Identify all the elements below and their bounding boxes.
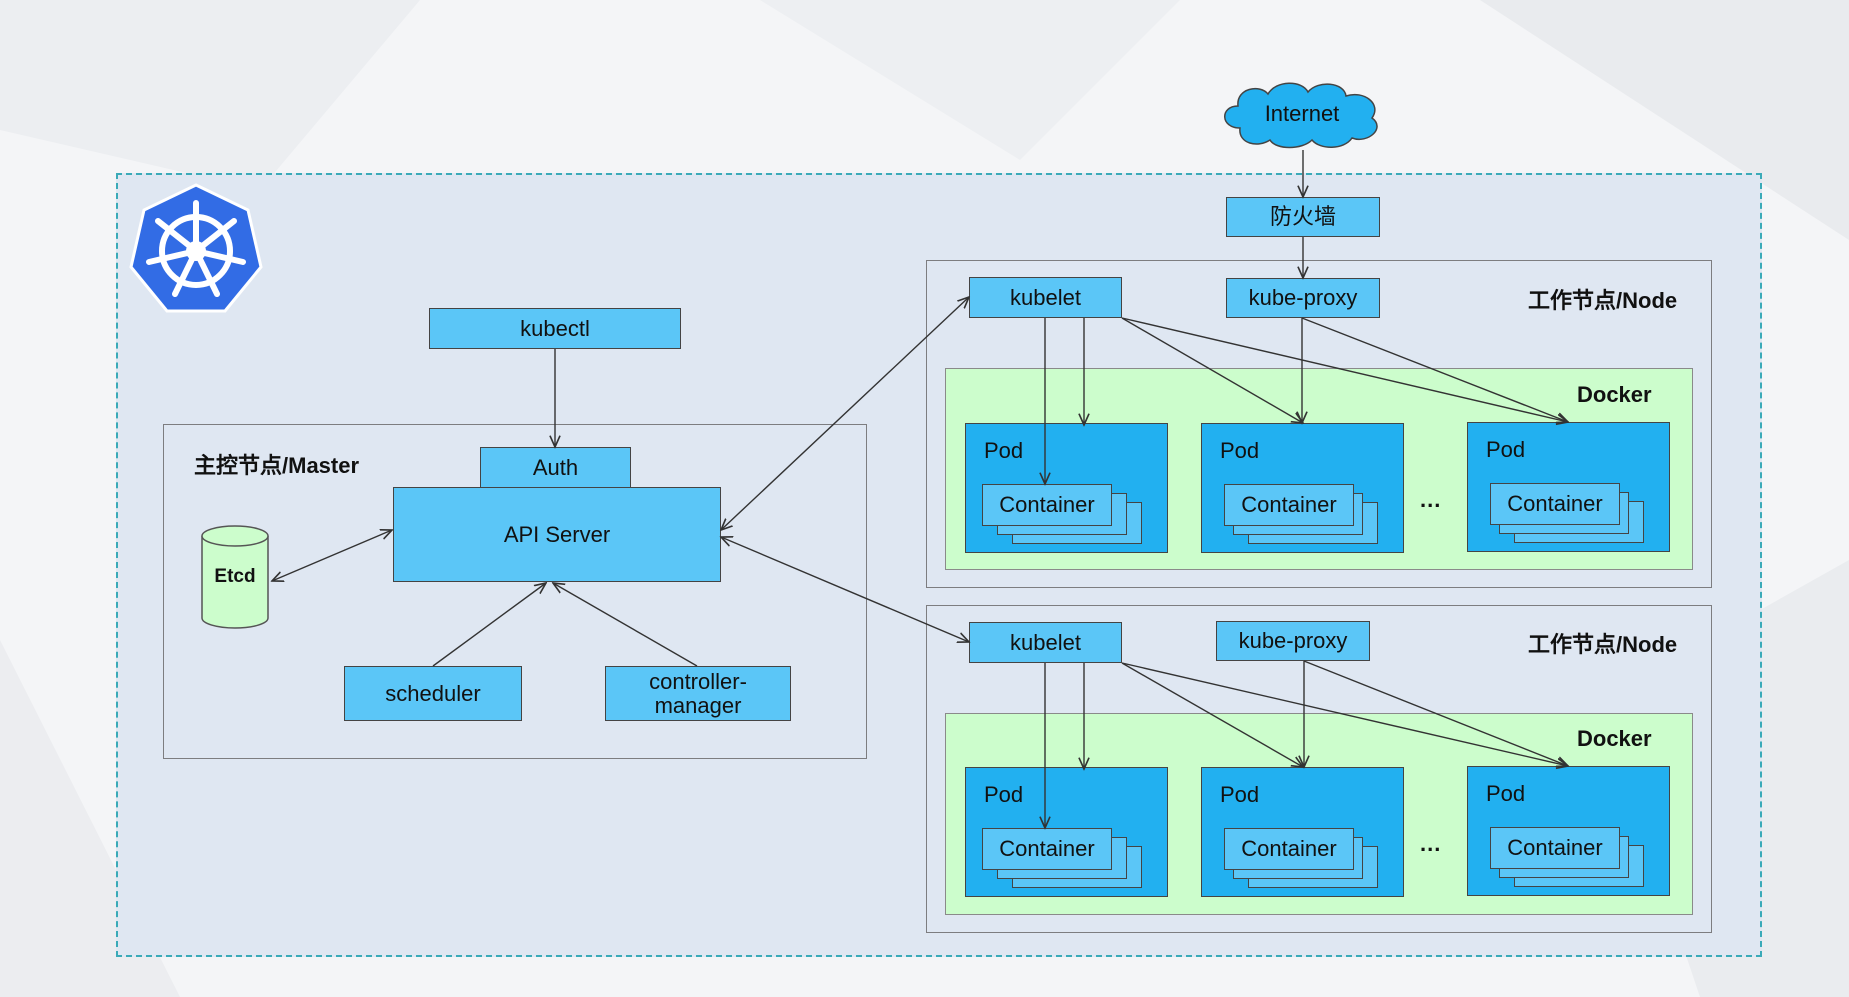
pods-ellipsis-1: ... [1420,487,1442,512]
pod-label: Pod [1486,781,1526,806]
docker-label-1: Docker [1577,382,1652,407]
container-box: Container [1224,484,1354,526]
pod-1-3: Pod Container [1467,422,1670,552]
pod-label: Pod [1220,438,1260,463]
kubelet-box-2: kubelet [969,622,1122,663]
kubernetes-logo-icon [129,183,263,313]
container-stack: Container [982,828,1142,890]
pod-1-2: Pod Container [1201,423,1404,553]
pod-2-3: Pod Container [1467,766,1670,896]
pod-label: Pod [1486,437,1526,462]
container-stack: Container [1484,483,1644,545]
container-stack: Container [1484,827,1644,889]
container-box: Container [1490,827,1620,869]
api-server-box: API Server [393,487,721,582]
kube-proxy-box-2: kube-proxy [1216,621,1370,661]
container-stack: Container [982,484,1142,546]
pod-2-1: Pod Container [965,767,1168,897]
kube-proxy-box-1: kube-proxy [1226,278,1380,318]
internet-cloud: Internet [1218,78,1386,150]
etcd-label: Etcd [214,566,256,587]
container-box: Container [982,484,1112,526]
pods-ellipsis-2: ... [1420,831,1442,856]
docker-label-2: Docker [1577,726,1652,751]
internet-label: Internet [1264,101,1340,126]
kubelet-box-1: kubelet [969,277,1122,318]
controller-manager-box: controller-manager [605,666,791,721]
etcd-store: Etcd [200,524,270,630]
auth-box: Auth [480,447,631,488]
scheduler-box: scheduler [344,666,522,721]
pod-label: Pod [984,782,1024,807]
worker-node-2-title: 工作节点/Node [1528,632,1678,657]
worker-node-2-panel [926,605,1712,933]
pod-1-1: Pod Container [965,423,1168,553]
container-box: Container [1224,828,1354,870]
container-box: Container [982,828,1112,870]
cylinder-database-icon [201,525,269,629]
master-title: 主控节点/Master [194,453,360,478]
firewall-box: 防火墙 [1226,197,1380,237]
pod-2-2: Pod Container [1201,767,1404,897]
container-stack: Container [1218,484,1378,546]
kubectl-box: kubectl [429,308,681,349]
pod-label: Pod [984,438,1024,463]
container-box: Container [1490,483,1620,525]
container-stack: Container [1218,828,1378,890]
worker-node-1-title: 工作节点/Node [1528,288,1678,313]
cloud-icon [1224,82,1378,149]
pod-label: Pod [1220,782,1260,807]
